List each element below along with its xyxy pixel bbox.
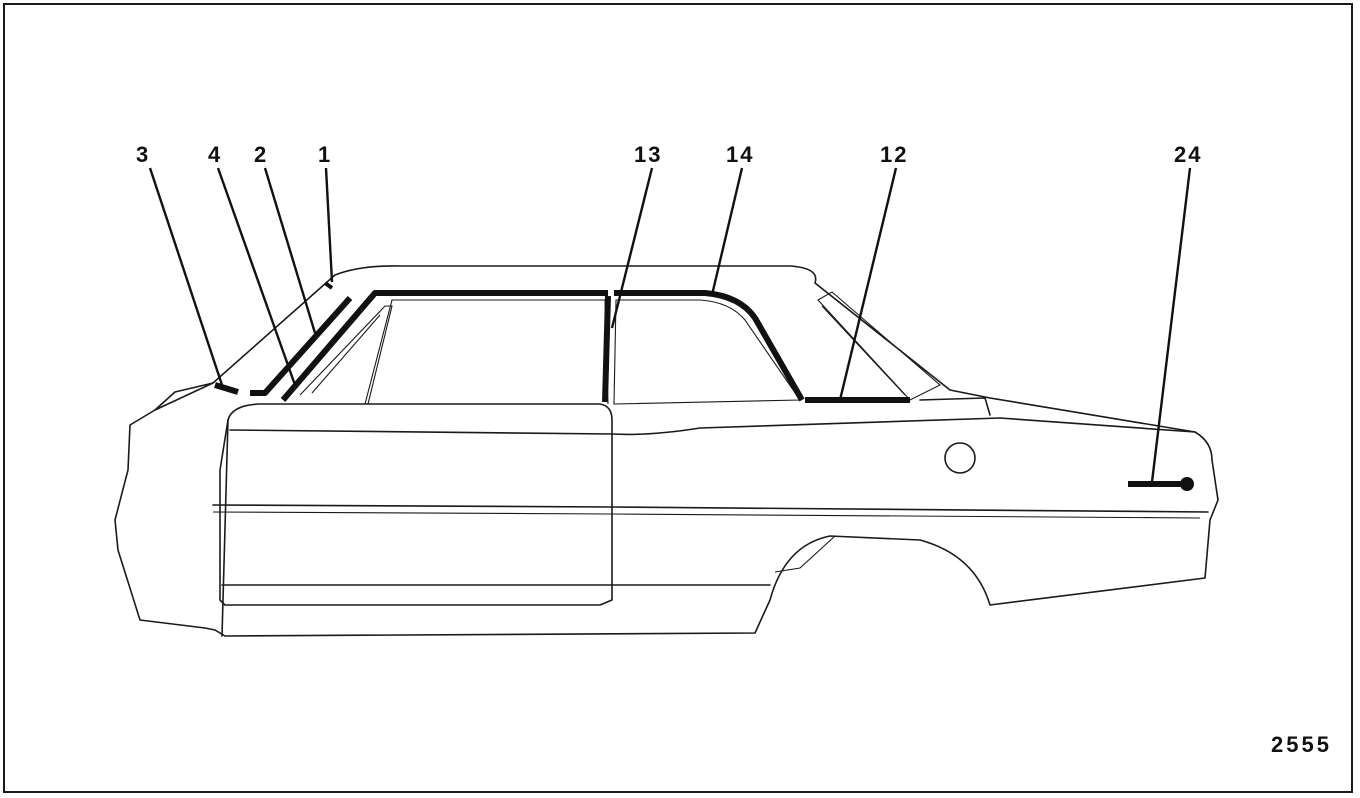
- leader-lines: [148, 167, 1192, 483]
- leader-2: [263, 167, 317, 334]
- vent-window-inner: [311, 314, 381, 394]
- quarter-window-molding: [614, 290, 805, 402]
- rear-window: [817, 291, 941, 401]
- side-body-line: [212, 504, 1209, 513]
- callout-4: 4: [208, 142, 222, 167]
- callout-3: 3: [136, 142, 150, 167]
- door-frame-molding: [280, 290, 608, 402]
- side-body-line-lower: [212, 511, 1201, 519]
- leader-12: [838, 167, 898, 401]
- leader-13: [610, 167, 654, 329]
- callout-1: 1: [318, 142, 332, 167]
- rear-wheel-well-inner: [774, 535, 836, 573]
- windshield-molding: [250, 295, 353, 396]
- roof-outline: [114, 265, 1219, 637]
- door-glass: [364, 299, 609, 405]
- callout-24: 24: [1174, 142, 1202, 167]
- door-front-edge: [221, 419, 229, 637]
- front-fender-line: [154, 382, 214, 411]
- leader-24: [1150, 167, 1192, 483]
- figure-number: 2555: [1271, 732, 1332, 757]
- beltline: [229, 417, 1196, 436]
- callout-12: 12: [880, 142, 908, 167]
- rear-window-inner: [821, 305, 906, 396]
- molding-top-corner: [323, 281, 334, 290]
- callout-13: 13: [634, 142, 662, 167]
- quarter-glass: [613, 299, 802, 405]
- callout-labels: 3 4 2 1 13 14 12 24: [136, 142, 1202, 167]
- leader-3: [148, 167, 224, 386]
- center-pillar-molding: [602, 295, 611, 403]
- vent-window: [299, 305, 393, 405]
- callout-14: 14: [726, 142, 754, 167]
- leader-14: [710, 167, 744, 296]
- door-outline: [219, 403, 613, 606]
- moldings: [214, 281, 1194, 491]
- rear-deck: [919, 397, 991, 416]
- emblem-disc: [1180, 477, 1194, 491]
- leader-1: [324, 167, 334, 283]
- callout-2: 2: [254, 142, 268, 167]
- fuel-door: [944, 442, 976, 474]
- cowl-molding: [214, 382, 239, 395]
- diagram-frame: [3, 3, 1353, 793]
- trunk-line: [989, 397, 1196, 433]
- leader-4: [216, 167, 297, 386]
- car-body: [114, 265, 1219, 637]
- windows: [299, 291, 941, 405]
